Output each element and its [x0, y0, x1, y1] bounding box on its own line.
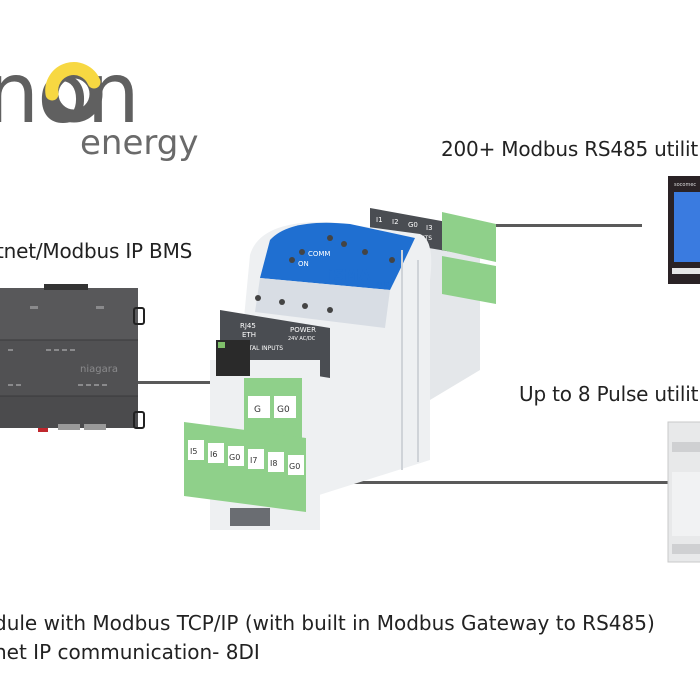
power-label: POWER: [290, 326, 316, 334]
svg-text:I5: I5: [190, 447, 197, 456]
module-brand: iSMA: [328, 266, 371, 284]
isma-io-module: I1 I2 G0 I3 I4 G0 DIGITAL INPUTS COMM ON…: [184, 208, 496, 530]
pulse-meter-device: [667, 421, 700, 563]
front-input-terminal-block: I5 I6 G0 I7 I8 G0: [184, 422, 306, 512]
on-led-label: ON: [298, 260, 309, 268]
modbus-connection-line: [496, 224, 642, 227]
power-terminal-block: G G0: [244, 378, 302, 440]
ethernet-port-2: [84, 424, 106, 430]
comm-led-label: COMM: [308, 250, 330, 258]
svg-text:G0: G0: [277, 405, 290, 415]
rj45-label: RJ45: [240, 322, 256, 330]
ethernet-port-1: [58, 424, 80, 430]
svg-text:I1: I1: [376, 216, 383, 224]
bms-controller-device: niagara: [0, 284, 145, 432]
svg-text:I8: I8: [270, 459, 277, 468]
upper-right-terminal-block: [442, 256, 496, 304]
svg-text:G: G: [254, 405, 261, 415]
caption-line-2: net IP communication- 8DI: [0, 640, 260, 664]
logo-accent-arc: [45, 62, 101, 101]
controller-brand: niagara: [80, 364, 118, 375]
module-led-panel: [260, 222, 415, 290]
eth-label: ETH: [242, 331, 256, 339]
top-terminal-block: [442, 212, 496, 262]
din-rail-clip: [230, 508, 270, 526]
meter-display: [674, 192, 700, 262]
power-voltage-label: 24V AC/DC: [288, 336, 316, 342]
module-model: 8I-IP: [376, 281, 390, 288]
modbus-meter-device: socomec: [668, 176, 700, 284]
logo-main-text: non: [0, 44, 138, 134]
bms-label: tnet/Modbus IP BMS: [0, 239, 193, 263]
pulse-connection-line: [308, 481, 668, 484]
logo-sub-text: energy: [80, 123, 199, 163]
svg-text:G0: G0: [229, 453, 240, 462]
bms-connection-line: [134, 381, 220, 384]
company-logo: non: [0, 44, 166, 148]
meter-brand: socomec: [674, 182, 696, 188]
svg-text:I6: I6: [210, 450, 217, 459]
pulse-meters-label: Up to 8 Pulse utilit: [519, 382, 699, 406]
modbus-meters-label: 200+ Modbus RS485 utilit: [441, 137, 698, 161]
svg-text:I3: I3: [426, 224, 433, 232]
logo-mark: non: [0, 44, 140, 142]
front-inputs-title: DIGITAL INPUTS: [236, 345, 283, 352]
caption-line-1: dule with Modbus TCP/IP (with built in M…: [0, 611, 655, 635]
svg-text:G0: G0: [408, 221, 418, 229]
svg-text:I7: I7: [250, 456, 257, 465]
svg-text:I2: I2: [392, 218, 399, 226]
svg-text:G0: G0: [289, 462, 300, 471]
controller-power-led: [38, 428, 48, 432]
